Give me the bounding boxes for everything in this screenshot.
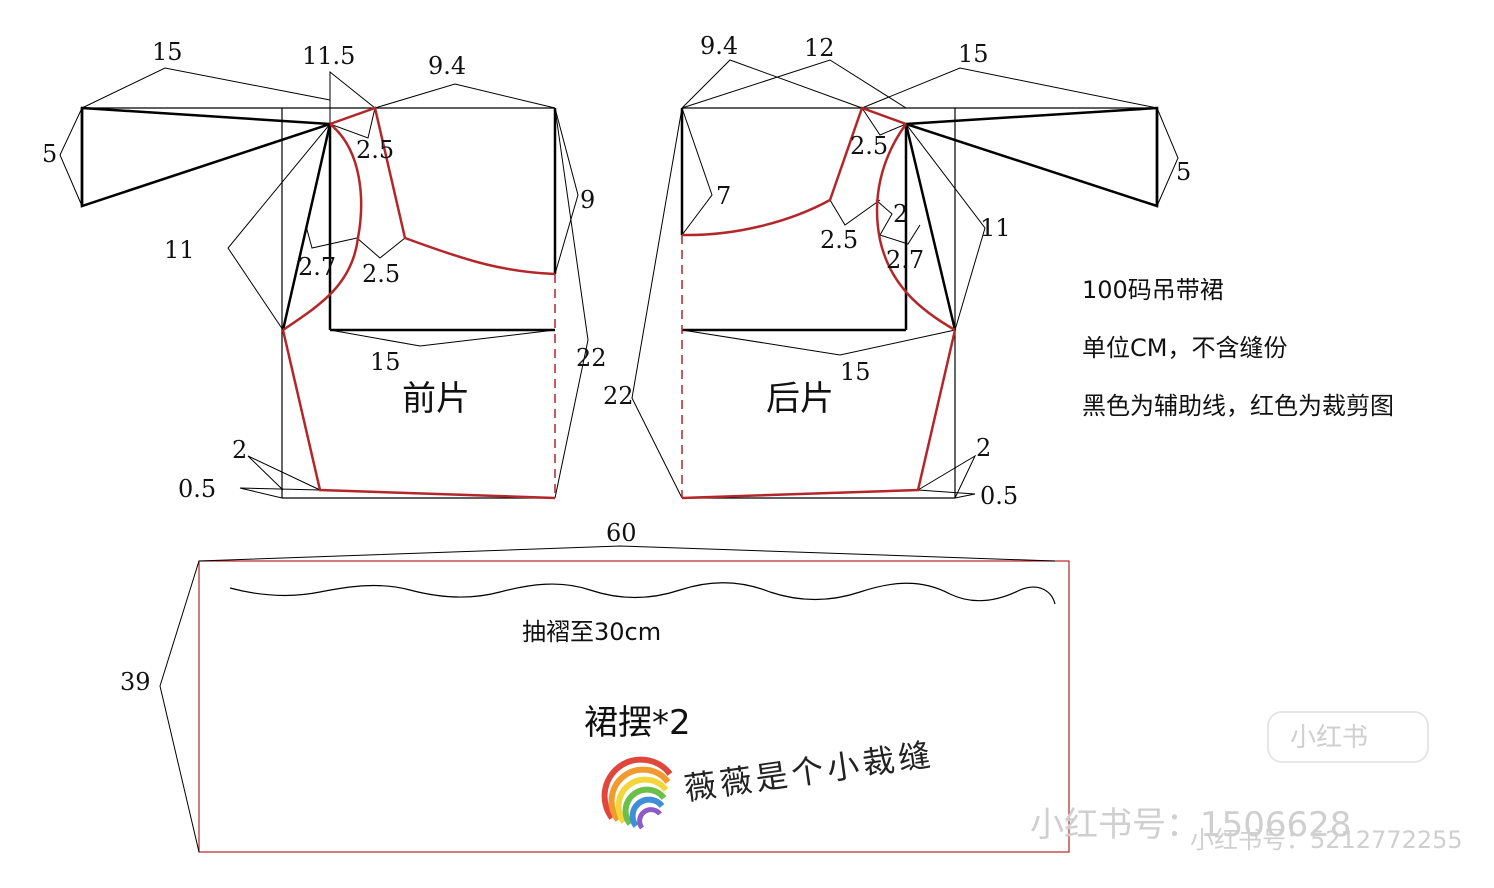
watermark-logo-box	[1267, 711, 1429, 763]
note-unit: 单位CM，不含缝份	[1082, 334, 1287, 362]
back-dim-chest: 15	[840, 358, 871, 386]
front-neckline-cut	[329, 106, 556, 276]
front-piece: 15 11.5 9.4 5 2.5 9 11 2.7 2.5 15 22 2 0…	[42, 38, 607, 503]
rainbow-icon	[601, 756, 673, 830]
back-dim-neck-drop: 2.5	[850, 132, 888, 160]
front-dim-arm-curve-b: 2.5	[362, 260, 400, 288]
watermark-id-1: 小红书号：1506628	[1030, 805, 1351, 845]
front-armhole-cut	[282, 123, 363, 332]
back-dim-curve-a: 2	[893, 200, 908, 228]
front-side-hem-cut	[281, 329, 556, 500]
note-legend: 黑色为辅助线，红色为裁剪图	[1082, 392, 1394, 420]
watermarks: 小红书 小红书号：1506628 小红书号：5212772255	[1030, 711, 1463, 854]
skirt-dim-width: 60	[606, 519, 637, 547]
back-dim-back-drop: 7	[716, 182, 731, 210]
gather-line	[229, 582, 1056, 605]
signature: 薇薇是个小裁缝	[601, 735, 937, 830]
back-side-hem-cut	[681, 329, 957, 500]
back-dim-arm-curve: 2.7	[886, 246, 924, 274]
front-strap-outline	[80, 106, 331, 208]
back-dim-hem-rise: 2	[976, 434, 991, 462]
signature-text: 薇薇是个小裁缝	[682, 735, 937, 808]
back-dim-top-mid: 12	[804, 34, 835, 62]
back-armhole-cut	[875, 123, 956, 332]
front-dim-arm-curve-a: 2.7	[298, 253, 336, 281]
back-dim-top-right: 15	[958, 40, 989, 68]
gather-note: 抽褶至30cm	[522, 618, 661, 646]
back-dim-strap-height: 5	[1176, 158, 1191, 186]
front-dim-top-left: 15	[152, 38, 183, 66]
front-dim-side-length: 22	[576, 344, 607, 372]
skirt-piece-label: 裙摆*2	[584, 703, 691, 743]
skirt-cut-rect	[198, 560, 1070, 853]
pattern-notes: 100码吊带裙 单位CM，不含缝份 黑色为辅助线，红色为裁剪图	[1082, 276, 1394, 420]
back-dim-hem-offset: 0.5	[980, 482, 1018, 510]
front-dim-hem-rise: 2	[232, 436, 247, 464]
front-dim-hem-offset: 0.5	[178, 475, 216, 503]
front-dim-armhole-side: 9	[580, 186, 595, 214]
front-dim-chest: 15	[370, 348, 401, 376]
front-dim-top-mid: 11.5	[302, 42, 355, 70]
skirt-piece: 60 39 抽褶至30cm 裙摆*2	[120, 519, 1070, 853]
front-dim-top-right: 9.4	[428, 52, 466, 80]
back-piece: 9.4 12 15 5 2.5 7 2 2.5 2.7 11 15 22 2 0…	[603, 32, 1191, 510]
watermark-logo: 小红书	[1290, 723, 1368, 753]
back-dim-top-left: 9.4	[700, 32, 738, 60]
watermark-id-2: 小红书号：5212772255	[1190, 826, 1463, 854]
back-dim-side-length: 22	[603, 382, 634, 410]
front-piece-label: 前片	[402, 379, 470, 419]
front-dim-strap-height: 5	[42, 140, 57, 168]
back-strap-outline	[905, 106, 1159, 208]
skirt-width-leader	[198, 545, 1056, 562]
front-dim-neck-drop: 2.5	[356, 136, 394, 164]
front-dim-armhole-diag: 11	[164, 236, 195, 264]
back-piece-label: 后片	[766, 379, 834, 419]
back-neckline-cut	[681, 106, 907, 237]
back-dim-curve-b: 2.5	[820, 226, 858, 254]
back-dim-armhole-diag: 11	[980, 214, 1011, 242]
note-size: 100码吊带裙	[1082, 276, 1224, 304]
skirt-height-leader	[159, 560, 200, 853]
skirt-dim-height: 39	[120, 668, 151, 696]
